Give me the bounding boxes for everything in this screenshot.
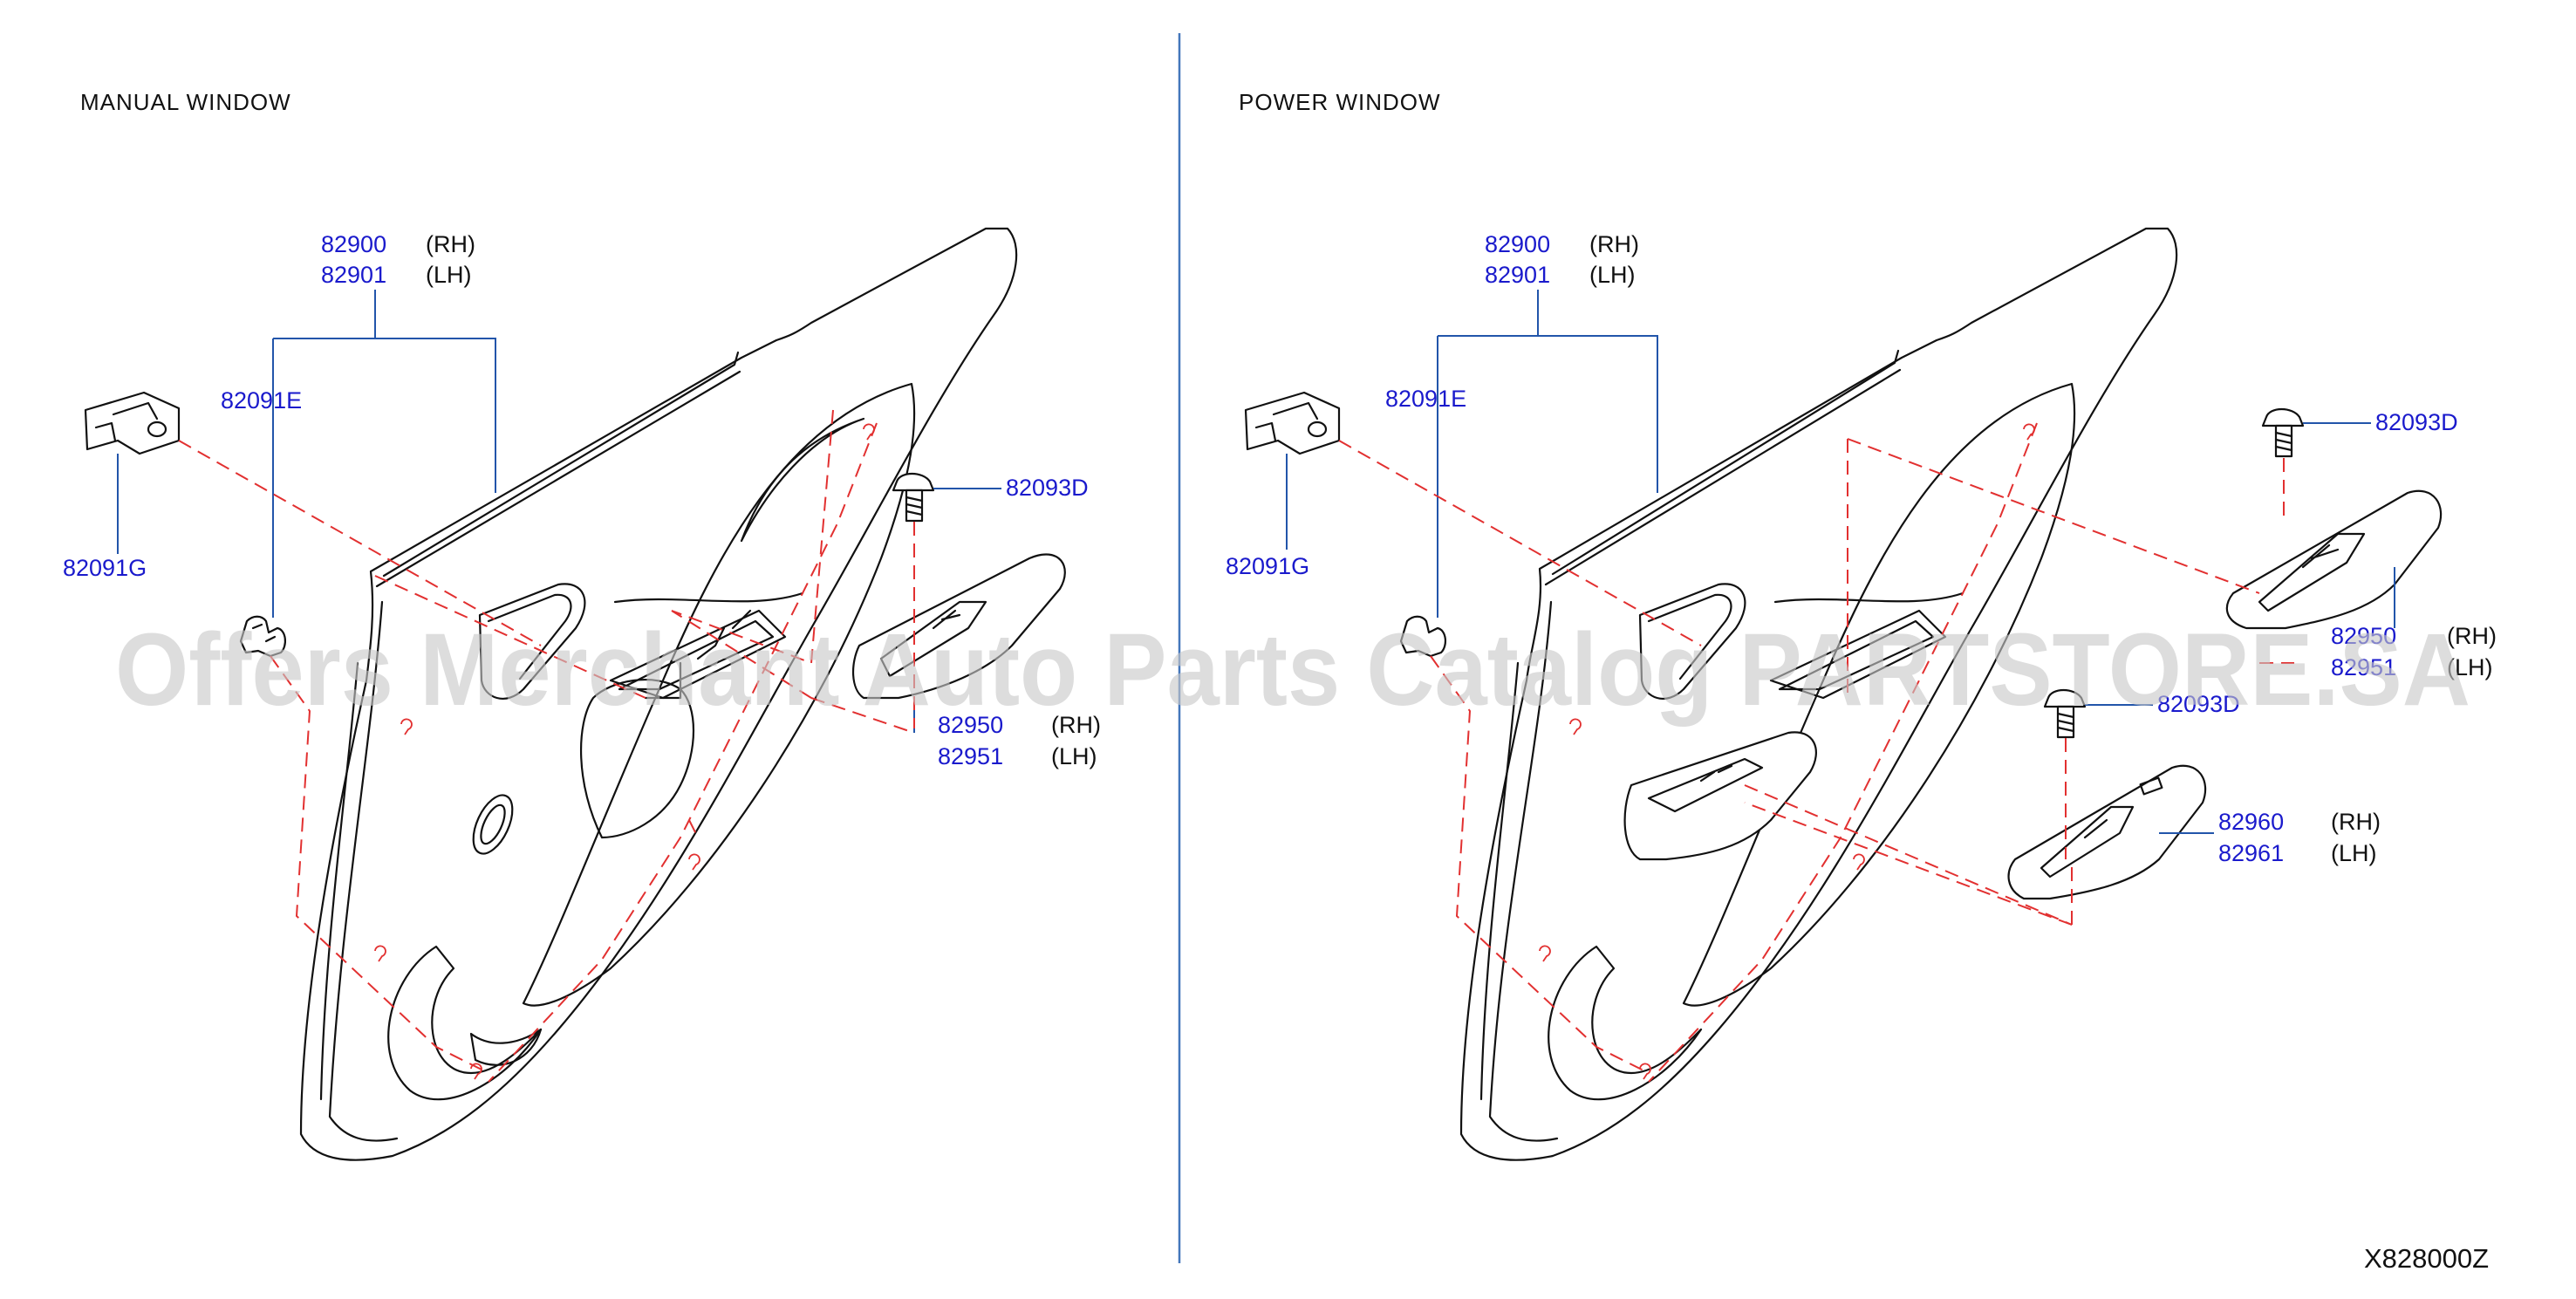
screw-d-upper-power	[2261, 407, 2305, 458]
clip-g-manual	[84, 391, 181, 455]
part-number-82900-power[interactable]: 82900	[1485, 231, 1550, 257]
side-rh-82950-power: (RH)	[2447, 623, 2497, 649]
window-switch-power	[2007, 764, 2207, 900]
side-rh-82950-manual: (RH)	[1051, 712, 1101, 738]
part-number-82091g-power[interactable]: 82091G	[1226, 553, 1309, 579]
part-number-82091g-manual[interactable]: 82091G	[63, 555, 147, 581]
part-number-82900-manual[interactable]: 82900	[321, 231, 386, 257]
clip-e-power	[1399, 615, 1446, 658]
side-lh-82951-manual: (LH)	[1051, 743, 1097, 769]
part-number-82951-power[interactable]: 82951	[2331, 654, 2396, 680]
door-trim-panel-power	[1459, 227, 2178, 1161]
part-number-82093d-lower-power[interactable]: 82093D	[2157, 691, 2240, 717]
side-lh-82901-power: (LH)	[1589, 262, 1636, 288]
section-title-power: POWER WINDOW	[1239, 89, 1441, 115]
part-number-82091e-power[interactable]: 82091E	[1385, 386, 1466, 412]
part-number-82950-manual[interactable]: 82950	[938, 712, 1003, 738]
part-number-82901-manual[interactable]: 82901	[321, 262, 386, 288]
part-number-82091e-manual[interactable]: 82091E	[221, 387, 302, 414]
door-switch-on-panel-power	[1623, 731, 1817, 861]
clip-markers-manual	[374, 423, 875, 1080]
clip-e-manual	[239, 615, 286, 658]
power-window-section: POWER WINDOW	[1226, 89, 2497, 1161]
leader-trim-power	[1438, 290, 1658, 493]
assembly-lines-manual	[178, 409, 915, 1083]
side-rh-82900-power: (RH)	[1589, 231, 1639, 257]
part-number-82901-power[interactable]: 82901	[1485, 262, 1550, 288]
door-trim-panel-manual	[299, 227, 1018, 1161]
side-lh-82901-manual: (LH)	[426, 262, 472, 288]
part-number-82950-power[interactable]: 82950	[2331, 623, 2396, 649]
side-lh-82951-power: (LH)	[2447, 654, 2493, 680]
side-rh-82960-power: (RH)	[2331, 809, 2381, 835]
leader-trim-manual	[273, 290, 496, 493]
section-title-manual: MANUAL WINDOW	[80, 89, 291, 115]
part-number-82093d-manual[interactable]: 82093D	[1006, 475, 1089, 501]
side-lh-82961-power: (LH)	[2331, 840, 2377, 866]
screw-d-manual	[892, 472, 935, 523]
part-number-82093d-upper-power[interactable]: 82093D	[2375, 409, 2458, 435]
part-number-82961-power[interactable]: 82961	[2218, 840, 2284, 866]
part-number-82960-power[interactable]: 82960	[2218, 809, 2284, 835]
diagram-reference-code: X828000Z	[2364, 1243, 2489, 1274]
clip-g-power	[1244, 391, 1341, 455]
manual-window-section: MANUAL WINDOW	[63, 89, 1101, 1161]
clip-markers-power	[1539, 423, 2035, 1080]
side-rh-82900-manual: (RH)	[426, 231, 475, 257]
part-number-82951-manual[interactable]: 82951	[938, 743, 1003, 769]
window-finisher-manual	[851, 553, 1066, 700]
screw-d-lower-power	[2043, 688, 2087, 739]
assembly-lines-power	[1338, 422, 2294, 1083]
window-finisher-power	[2225, 489, 2443, 630]
watermark-text: Offers Merchant Auto Parts Catalog PARTS…	[115, 612, 2470, 728]
